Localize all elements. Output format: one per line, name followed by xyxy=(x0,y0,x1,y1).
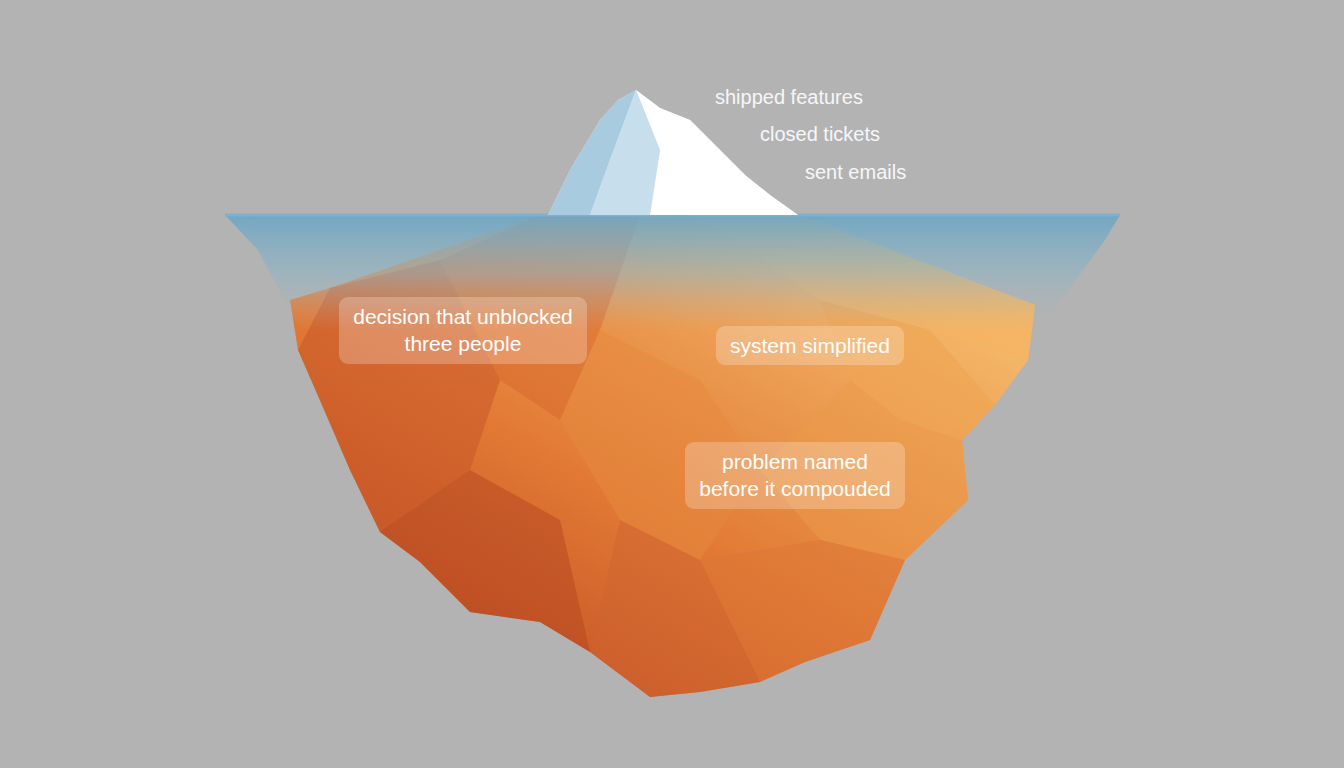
surface-label: shipped features xyxy=(715,86,863,109)
node-text: system simplified xyxy=(730,332,890,359)
hidden-work-box: problem named before it compouded xyxy=(685,442,905,509)
iceberg-tip xyxy=(548,90,798,215)
node-text: problem named before it compouded xyxy=(699,448,891,503)
hidden-work-box: system simplified xyxy=(716,326,904,365)
hidden-work-box: decision that unblocked three people xyxy=(339,297,587,364)
surface-label: closed tickets xyxy=(760,123,880,146)
tip-facet xyxy=(590,90,660,215)
surface-label: sent emails xyxy=(805,161,906,184)
tip-facet xyxy=(636,90,798,215)
node-text: decision that unblocked three people xyxy=(353,303,573,358)
